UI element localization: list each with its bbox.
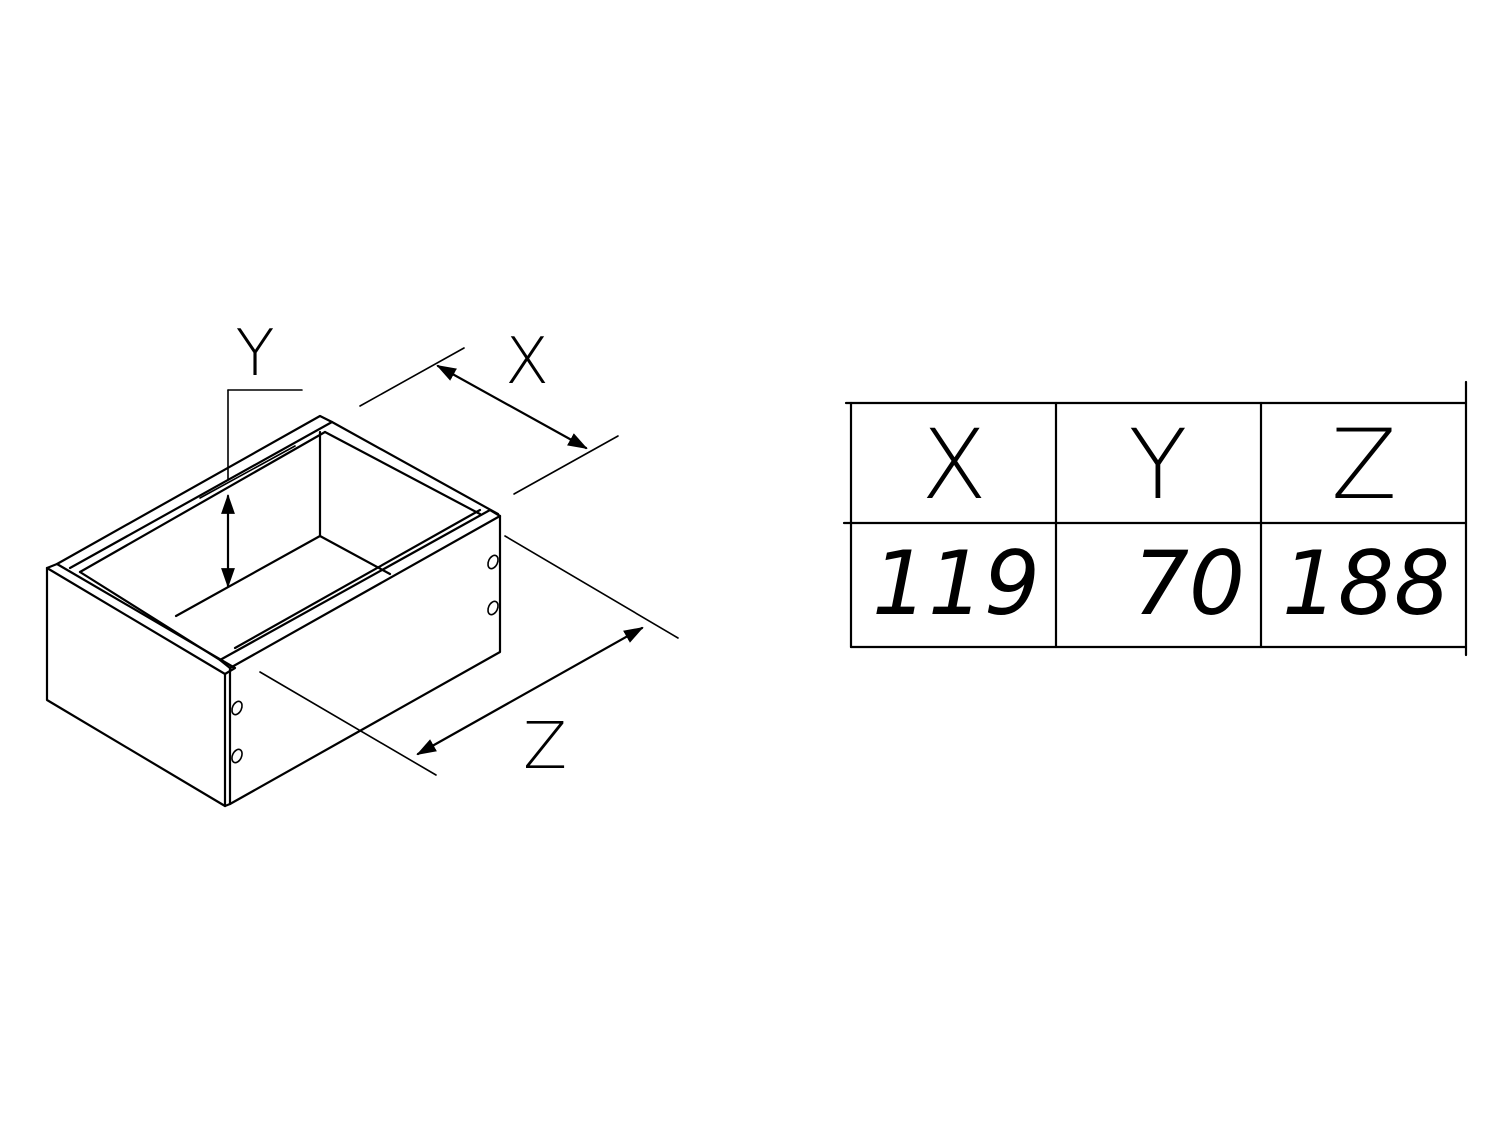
table-header-x: X xyxy=(921,409,987,521)
table-header-y: Y xyxy=(1129,409,1188,521)
dimension-y: Y xyxy=(221,317,303,588)
drawer-box xyxy=(45,414,502,808)
dimension-z-label: Z xyxy=(523,710,567,784)
dimension-z: Z xyxy=(259,535,679,784)
table-value-y: 70 xyxy=(1133,532,1245,635)
table-header-z: Z xyxy=(1331,409,1397,521)
table-value-z: 188 xyxy=(1282,532,1450,635)
dimension-table: X Y Z 119 70 188 xyxy=(842,380,1468,657)
drawer-side-panel xyxy=(228,514,502,806)
handle-holes xyxy=(231,554,499,764)
table-value-x: 119 xyxy=(872,532,1040,635)
dimension-y-label: Y xyxy=(235,317,274,391)
dimension-x: X xyxy=(359,325,619,495)
dimension-x-label: X xyxy=(505,325,549,399)
